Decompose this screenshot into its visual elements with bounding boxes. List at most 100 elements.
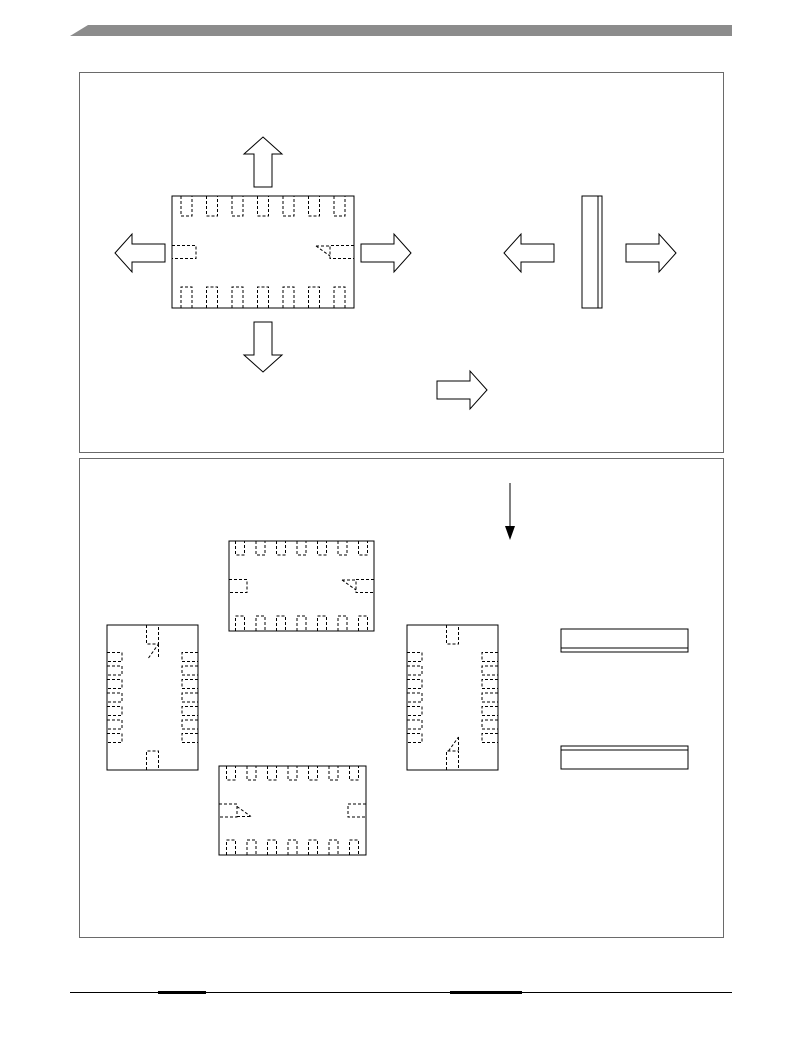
pad xyxy=(229,579,248,593)
pad xyxy=(107,733,123,743)
pad xyxy=(407,733,423,743)
pad xyxy=(255,541,266,556)
pad xyxy=(255,615,266,631)
pad xyxy=(329,245,354,259)
arrow-right-icon xyxy=(360,232,412,274)
pad xyxy=(358,541,368,556)
package-orientation-left xyxy=(106,624,199,771)
side-view-lower xyxy=(560,745,689,770)
pad xyxy=(181,706,198,716)
pad xyxy=(296,615,307,631)
pad xyxy=(446,625,459,645)
pad xyxy=(235,541,245,556)
pad xyxy=(481,692,498,703)
pad xyxy=(107,719,123,730)
pad xyxy=(180,286,193,308)
pad xyxy=(226,839,236,855)
pad xyxy=(282,196,295,217)
pad xyxy=(267,766,277,781)
package-outline xyxy=(171,195,355,309)
pad xyxy=(407,652,423,662)
package-orientation-right xyxy=(406,624,499,771)
pad xyxy=(355,579,374,593)
pad xyxy=(231,196,244,217)
pad xyxy=(246,839,257,855)
package-side-view xyxy=(581,195,603,309)
pin1-marker xyxy=(341,579,357,591)
pin1-marker xyxy=(448,736,459,752)
pin1-marker xyxy=(148,643,159,659)
pad xyxy=(407,706,423,716)
pad xyxy=(276,615,286,631)
pad xyxy=(181,679,198,689)
pad xyxy=(181,652,198,662)
side-view-upper xyxy=(560,628,689,653)
pad xyxy=(282,286,295,308)
header-bar xyxy=(70,25,732,36)
pad xyxy=(407,719,423,730)
side-body xyxy=(560,745,689,770)
pad xyxy=(308,196,320,217)
pad xyxy=(328,839,339,855)
pad xyxy=(180,196,193,217)
pad xyxy=(349,839,359,855)
pad xyxy=(206,286,218,308)
pad xyxy=(481,679,498,689)
pad xyxy=(107,679,123,689)
pad xyxy=(107,665,123,676)
pad xyxy=(337,541,348,556)
package-outline xyxy=(228,540,375,632)
pad xyxy=(257,196,269,217)
pad xyxy=(246,766,257,781)
arrow-down-icon xyxy=(242,321,284,373)
pad xyxy=(333,196,346,217)
pad xyxy=(407,665,423,676)
pad xyxy=(181,692,198,703)
pad xyxy=(349,766,359,781)
pad xyxy=(146,625,159,645)
pad xyxy=(107,706,123,716)
pad xyxy=(308,839,318,855)
pad xyxy=(226,766,236,781)
arrow-up-icon xyxy=(242,136,284,188)
package-top-view xyxy=(171,195,355,309)
pad xyxy=(446,750,459,770)
pad xyxy=(257,286,269,308)
pad xyxy=(358,615,368,631)
pin1-marker xyxy=(315,245,331,257)
pad xyxy=(308,766,318,781)
side-body xyxy=(560,628,689,653)
package-outline xyxy=(218,765,367,856)
pad xyxy=(296,541,307,556)
package-orientation-top xyxy=(228,540,375,632)
pad xyxy=(328,766,339,781)
pin1-marker xyxy=(236,806,252,817)
pad xyxy=(231,286,244,308)
pad xyxy=(481,652,498,662)
arrow-down-thin-icon xyxy=(505,483,515,540)
pad xyxy=(181,733,198,743)
pad xyxy=(107,652,123,662)
pad xyxy=(317,615,327,631)
pad xyxy=(276,541,286,556)
pad xyxy=(181,665,198,676)
arrow-left-icon xyxy=(114,232,166,274)
pad xyxy=(206,196,218,217)
pad xyxy=(407,679,423,689)
package-outline xyxy=(406,624,499,771)
pad xyxy=(333,286,346,308)
pad xyxy=(481,733,498,743)
pad xyxy=(172,245,197,259)
pad xyxy=(481,706,498,716)
pad xyxy=(235,615,245,631)
pad xyxy=(107,692,123,703)
pad xyxy=(407,692,423,703)
pad xyxy=(347,803,366,818)
arrow-right-icon xyxy=(436,369,488,411)
pad xyxy=(181,719,198,730)
pad xyxy=(317,541,327,556)
pad xyxy=(219,803,238,818)
pad xyxy=(287,766,298,781)
pad xyxy=(481,719,498,730)
